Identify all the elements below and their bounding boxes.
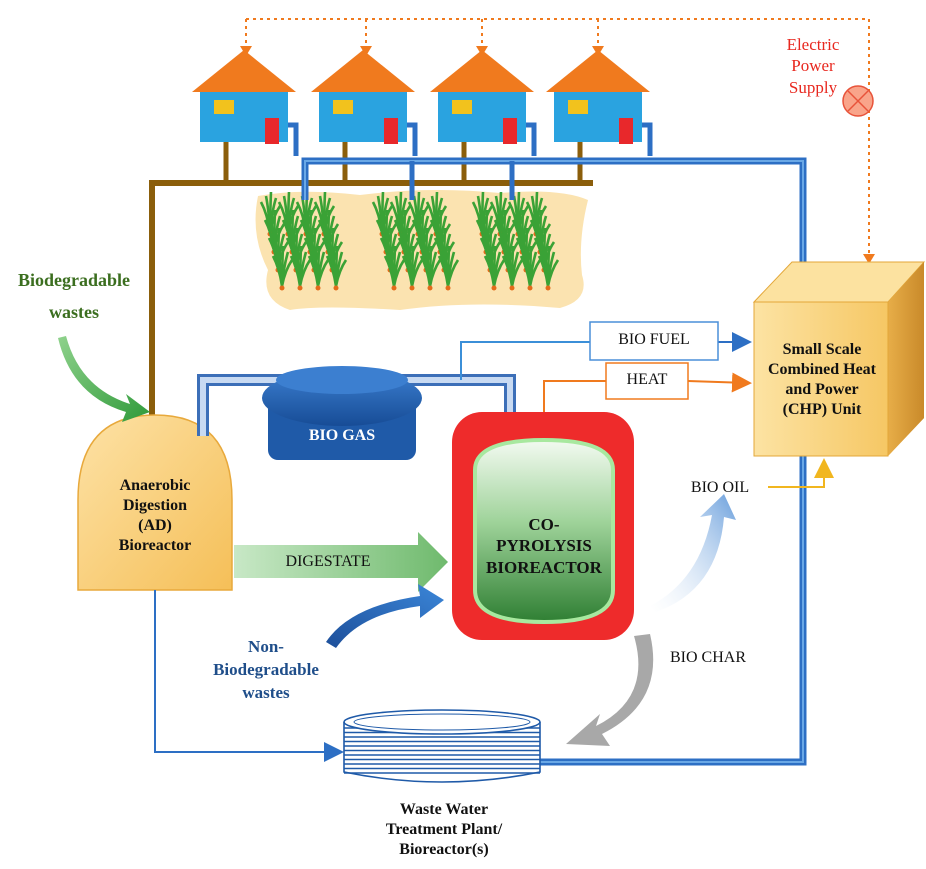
- label-line: BIOREACTOR: [486, 557, 602, 577]
- label-line: Small Scale: [782, 341, 862, 358]
- crop-plant: [537, 245, 560, 291]
- co-pyrolysis-reactor: [452, 412, 634, 640]
- label-line: CO-: [528, 515, 560, 534]
- chp-unit-box: [752, 261, 926, 457]
- power-meter-icon: [842, 85, 874, 117]
- crop-plants: [259, 191, 560, 291]
- label-line: Anaerobic: [119, 477, 191, 494]
- bio-oil-arrow: [650, 494, 736, 612]
- crop-plant: [419, 245, 442, 291]
- label-line: (AD): [138, 517, 172, 534]
- house-icon: [192, 50, 299, 180]
- brown-pipe: [149, 180, 593, 439]
- wwtp-tank: [343, 709, 541, 783]
- label-line: Electric: [786, 35, 840, 54]
- crop-plant: [307, 245, 330, 291]
- bio-char-arrow: [566, 634, 654, 746]
- crop-plant: [401, 245, 424, 291]
- heat-box: [605, 362, 689, 400]
- digestate-arrow: [234, 532, 448, 592]
- digestate-label: DIGESTATE: [285, 553, 371, 570]
- bio-char-label: BIO CHAR: [669, 649, 746, 666]
- biodegradable-arrow: [58, 336, 150, 422]
- bio-fuel-label: BIO FUEL: [618, 331, 690, 348]
- heat-arrow: [687, 372, 752, 393]
- houses: [192, 50, 653, 180]
- label-line: Waste Water: [399, 801, 489, 818]
- crop-plant: [325, 245, 348, 291]
- ad-bioreactor-shape: [77, 414, 233, 591]
- label-line: Digestion: [123, 497, 187, 514]
- crop-plant: [437, 245, 460, 291]
- label-line: Bioreactor(s): [399, 841, 489, 858]
- crop-plant: [271, 245, 294, 291]
- heat-label: HEAT: [626, 371, 668, 388]
- non-biodegradable-arrow: [326, 584, 444, 648]
- co-pyrolysis-label: CO- PYROLYSIS BIOREACTOR: [475, 514, 613, 578]
- label-line: Biodegradable: [17, 270, 130, 290]
- label-line: (CHP) Unit: [782, 401, 862, 418]
- label-line: Non-: [248, 637, 284, 656]
- wwtp-label: Waste Water Treatment Plant/ Bioreactor(…: [362, 800, 526, 860]
- crop-plant: [501, 245, 524, 291]
- label-line: Bioreactor: [118, 537, 192, 554]
- chp-unit-label: Small Scale Combined Heat and Power (CHP…: [756, 340, 888, 420]
- crop-plant: [383, 245, 406, 291]
- bio-fuel-line: [460, 341, 590, 380]
- crop-plant: [519, 245, 542, 291]
- label-line: wastes: [242, 682, 290, 702]
- bio-fuel-box: [589, 321, 719, 361]
- electric-supply-lines: [245, 18, 870, 258]
- ad-bioreactor-label: Anaerobic Digestion (AD) Bioreactor: [78, 476, 232, 556]
- label-line: and Power: [785, 381, 859, 398]
- electric-arrowheads: [240, 46, 875, 264]
- electric-power-supply-label: Electric Power Supply: [748, 34, 878, 98]
- label-line: Biodegradable: [213, 659, 319, 679]
- crop-plant: [483, 245, 506, 291]
- bio-oil-label: BIO OIL: [690, 479, 750, 496]
- bio-gas-label: BIO GAS: [308, 427, 376, 444]
- bio-oil-line: [768, 458, 834, 488]
- non-biodegradable-wastes-label: Non- Biodegradable wastes: [196, 636, 336, 705]
- label-line: PYROLYSIS: [496, 536, 592, 556]
- label-line: wastes: [49, 302, 99, 323]
- ad-to-wwtp-line: [154, 590, 344, 762]
- label-line: Power: [791, 56, 835, 76]
- crop-plant: [289, 245, 312, 291]
- heat-line: [543, 380, 606, 412]
- blue-water-pipe: [301, 157, 807, 766]
- label-line: Treatment Plant/: [385, 821, 503, 838]
- house-icon: [546, 50, 653, 180]
- label-line: Supply: [788, 77, 838, 97]
- biogas-tank: [262, 366, 422, 460]
- label-line: Combined Heat: [768, 361, 876, 378]
- house-icon: [430, 50, 537, 180]
- biodegradable-wastes-label: Biodegradable wastes: [0, 264, 148, 329]
